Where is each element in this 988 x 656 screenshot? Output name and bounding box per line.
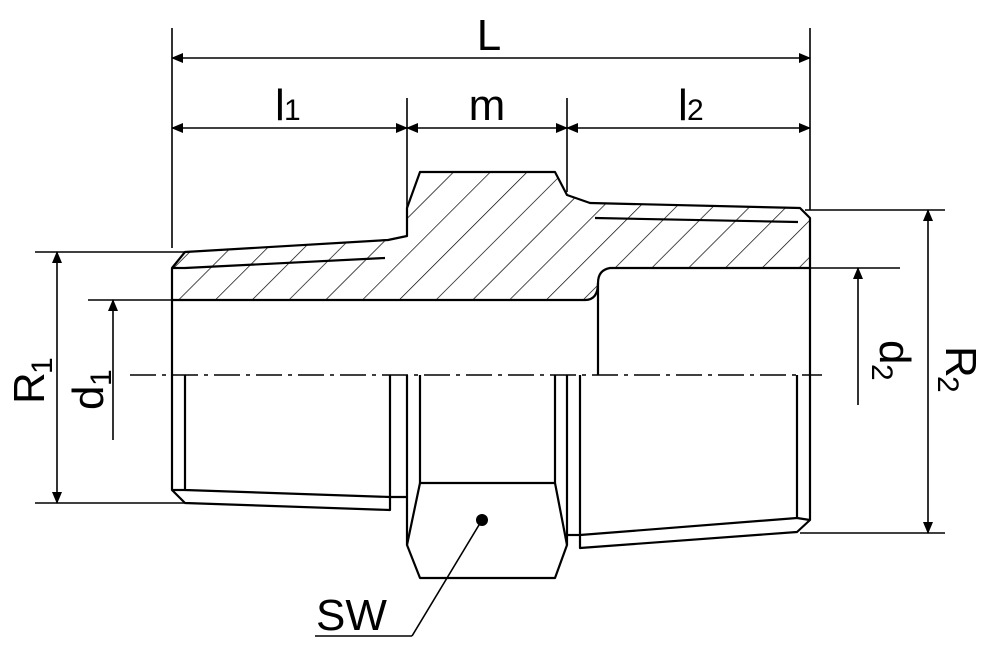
section-hatching	[172, 172, 810, 300]
label-bore-1: d	[64, 386, 113, 410]
body-outline-lower	[170, 268, 812, 580]
label-overall-length: L	[477, 11, 501, 60]
label-thread-length-1: l	[275, 81, 285, 130]
label-thread-length-1-sub: 1	[284, 94, 301, 127]
label-thread-1: R	[5, 372, 54, 404]
label-hex-length: m	[469, 81, 506, 130]
label-bore-2: d	[870, 340, 919, 364]
label-wrench-size: SW	[316, 591, 387, 640]
label-thread-length-2: l	[678, 81, 688, 130]
label-bore-2-sub: 2	[865, 364, 898, 381]
label-thread-length-2-sub: 2	[687, 94, 704, 127]
label-thread-2-sub: 2	[931, 376, 964, 393]
dimension-lines	[35, 28, 945, 637]
label-thread-1-sub: 1	[26, 357, 59, 374]
label-thread-2: R	[936, 346, 985, 378]
sw-leader-dot	[476, 514, 488, 526]
label-bore-1-sub: 1	[85, 369, 118, 386]
